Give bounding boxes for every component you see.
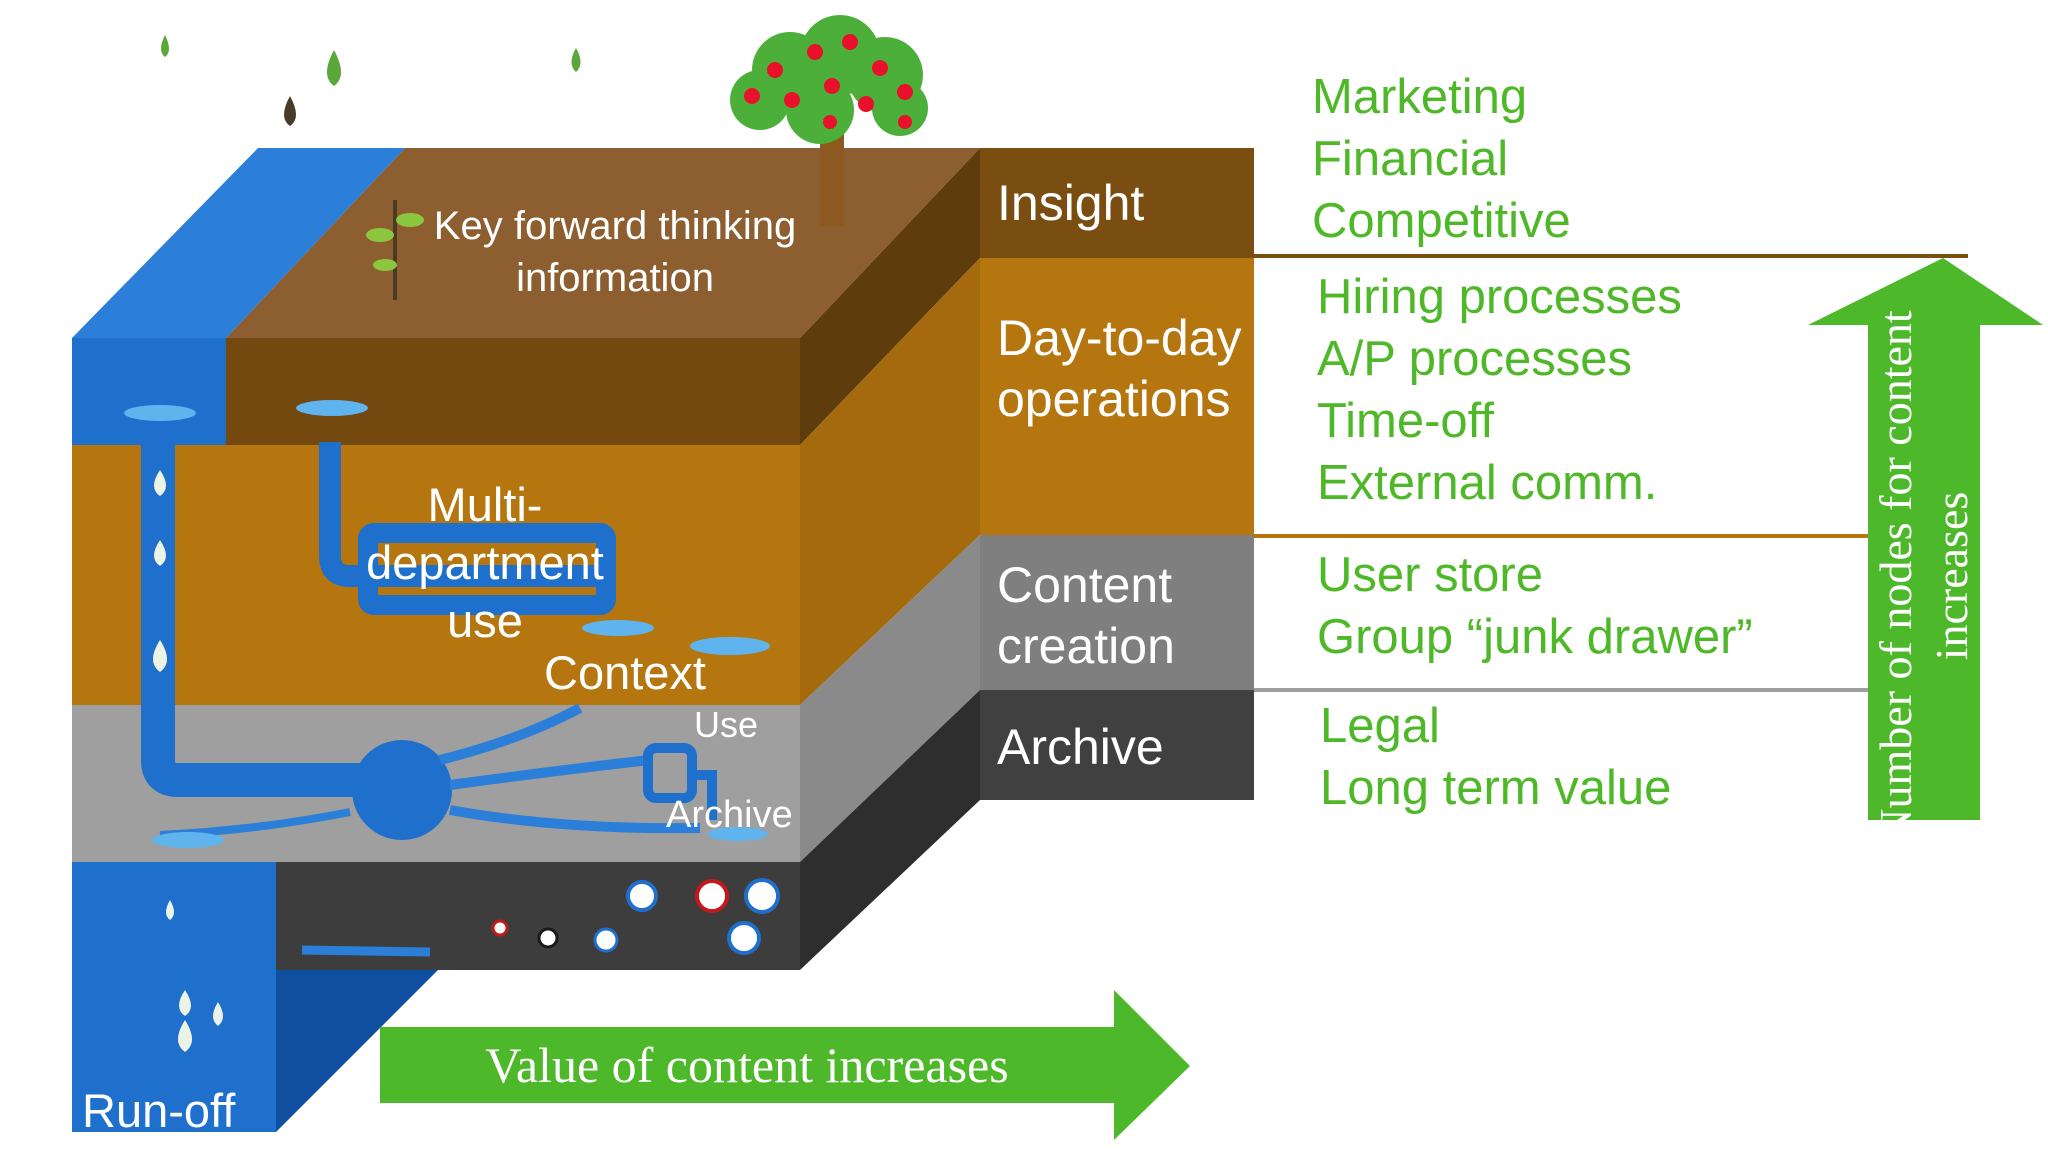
ops-item-external: External comm.	[1317, 456, 1658, 510]
rain-drop-2	[327, 50, 341, 86]
flow-stream-1	[438, 703, 583, 765]
layer-name-archive: Archive	[997, 719, 1164, 775]
multi-dept-box	[358, 523, 616, 615]
pool-3	[582, 620, 654, 636]
runoff-label: Run-off	[82, 1084, 236, 1137]
layer-name-insight: Insight	[997, 175, 1145, 231]
doc-icon-5	[593, 927, 619, 953]
gray-layer-side	[800, 535, 980, 862]
archive-item-legal: Legal	[1320, 699, 1440, 753]
doc-icon-1	[626, 880, 658, 912]
archive-flow-label: Archive	[666, 794, 793, 836]
creation-item-user-store: User store	[1317, 548, 1544, 602]
droplet-5	[178, 1020, 192, 1052]
rain-drop-1	[161, 35, 169, 57]
runoff-column-lower	[72, 862, 276, 1132]
pool-6	[708, 827, 768, 841]
orange-layer-side	[800, 258, 980, 705]
layer-name-operations: Day-to-day operations	[997, 310, 1242, 427]
rain-drop-4	[571, 48, 581, 72]
ops-item-hiring: Hiring processes	[1317, 270, 1682, 324]
use-label: Use	[694, 704, 759, 745]
rain-drop-3	[284, 96, 296, 126]
doc-icon-3	[744, 878, 780, 914]
archive-item-long-term: Long term value	[1320, 761, 1672, 815]
dark-layer-side	[800, 690, 980, 970]
horizontal-arrow-label: Value of content increases	[485, 1037, 1009, 1093]
seedling-leaf-2	[396, 213, 424, 227]
layer-name-creation: Content creation	[997, 557, 1175, 674]
insight-item-financial: Financial	[1312, 132, 1509, 186]
doc-icon-6	[537, 927, 559, 949]
dark-layer-stream	[301, 945, 431, 957]
droplet-7	[166, 900, 174, 920]
vertical-arrow	[1808, 258, 2043, 820]
brown-layer-side	[800, 148, 980, 445]
cube-top-soil	[226, 148, 980, 338]
horizontal-arrow	[380, 990, 1190, 1140]
creation-item-junk: Group “junk drawer”	[1317, 610, 1753, 664]
insight-item-marketing: Marketing	[1312, 70, 1528, 124]
band-archive	[980, 690, 1254, 800]
ops-item-ap: A/P processes	[1317, 332, 1633, 386]
band-creation	[980, 535, 1254, 690]
doc-icon-4	[727, 921, 761, 955]
band-operations	[980, 258, 1254, 535]
insight-item-competitive: Competitive	[1312, 194, 1571, 248]
vertical-arrow-label: Number of nodes for content increases	[1870, 310, 1977, 842]
droplet-6	[213, 1002, 223, 1026]
droplet-4	[179, 990, 191, 1016]
runoff-column-side	[276, 970, 438, 1132]
brown-layer-front	[226, 338, 800, 445]
context-label: Context	[544, 646, 706, 699]
droplet-1	[154, 470, 166, 496]
flow-stream-3	[449, 805, 701, 834]
runoff-top-strip	[72, 148, 405, 338]
apples-icon	[744, 34, 913, 129]
ops-item-timeoff: Time-off	[1317, 394, 1494, 448]
doc-icon-7	[491, 919, 509, 937]
flow-left-channel	[141, 420, 380, 797]
doc-icon-2	[695, 879, 729, 913]
droplet-3	[153, 640, 167, 672]
flow-stream-2	[449, 755, 651, 790]
pool-4	[690, 637, 770, 655]
top-label: Key forward thinking information	[433, 204, 797, 300]
flow-top-channel	[319, 442, 600, 587]
multi-dept-label: Multi-department use	[366, 478, 604, 647]
seedling-leaf-3	[373, 259, 397, 271]
droplet-2	[154, 540, 166, 566]
flow-hub	[352, 740, 452, 840]
pool-2	[296, 400, 368, 416]
band-insight	[980, 148, 1254, 258]
pool-5	[152, 832, 224, 848]
pool-1	[124, 405, 196, 421]
seedling-leaf-1	[366, 228, 394, 242]
flow-stream-5	[692, 770, 717, 820]
